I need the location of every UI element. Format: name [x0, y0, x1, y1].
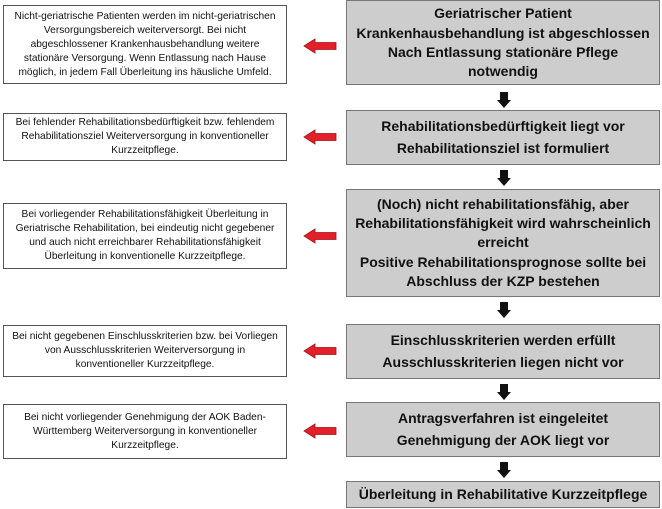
step-1-line-3: Nach Entlassung stationäre Pflege notwen… — [387, 43, 619, 79]
step-2-line-1: Rehabilitationsbedürftigkeit liegt vor — [381, 118, 625, 134]
step-4-line-1: Einschlusskriterien werden erfüllt — [390, 332, 616, 348]
down-arrow-1-icon — [497, 92, 511, 108]
step-box-5: Antragsverfahren ist eingeleitet Genehmi… — [346, 402, 660, 457]
step-2-line-2: Rehabilitationsziel ist formuliert — [396, 140, 610, 156]
down-arrow-5-icon — [497, 462, 511, 478]
final-label: Überleitung in Rehabilitative Kurzzeitpf… — [358, 486, 648, 502]
down-arrow-2-icon — [497, 170, 511, 186]
step-1-line-2: Krankenhausbehandlung ist abgeschlossen — [356, 24, 650, 41]
step-5-line-1: Antragsverfahren ist eingeleitet — [397, 410, 609, 426]
down-arrow-4-icon — [497, 384, 511, 400]
note-box-1: Nicht-geriatrische Patienten werden im n… — [3, 5, 287, 84]
final-box: Überleitung in Rehabilitative Kurzzeitpf… — [346, 481, 660, 508]
step-4-line-2: Ausschlusskriterien liegen nicht vor — [382, 354, 624, 370]
red-arrow-5-icon — [303, 423, 337, 439]
red-arrow-4-icon — [303, 343, 337, 359]
step-box-2: Rehabilitationsbedürftigkeit liegt vor R… — [346, 110, 660, 165]
note-text-4: Bei nicht gegebenen Einschlusskriterien … — [12, 331, 278, 370]
step-box-1: Geriatrischer Patient Krankenhausbehandl… — [346, 0, 660, 85]
note-text-1: Nicht-geriatrische Patienten werden im n… — [14, 10, 276, 78]
step-box-3: (Noch) nicht rehabilitationsfähig, aber … — [346, 189, 660, 297]
note-box-4: Bei nicht gegebenen Einschlusskriterien … — [3, 325, 287, 377]
note-text-5: Bei nicht vorliegender Genehmigung der A… — [24, 411, 266, 451]
note-box-3: Bei vorliegender Rehabilitationsfähigkei… — [3, 203, 287, 269]
note-box-5: Bei nicht vorliegender Genehmigung der A… — [3, 404, 287, 459]
step-box-4: Einschlusskriterien werden erfüllt Aussc… — [346, 324, 660, 379]
step-5-line-2: Genehmigung der AOK liegt vor — [396, 432, 610, 448]
step-3-line-2: Positive Rehabilitationsprognose sollte … — [359, 254, 647, 290]
red-arrow-1-icon — [303, 38, 337, 54]
step-3-line-1: (Noch) nicht rehabilitationsfähig, aber … — [355, 195, 651, 250]
down-arrow-3-icon — [497, 302, 511, 318]
step-1-line-1: Geriatrischer Patient — [434, 5, 572, 22]
red-arrow-3-icon — [303, 228, 337, 244]
note-text-3: Bei vorliegender Rehabilitationsfähigkei… — [15, 209, 275, 262]
note-text-2: Bei fehlender Rehabilitationsbedürftigke… — [15, 117, 275, 156]
red-arrow-2-icon — [303, 129, 337, 145]
note-box-2: Bei fehlender Rehabilitationsbedürftigke… — [3, 113, 287, 161]
